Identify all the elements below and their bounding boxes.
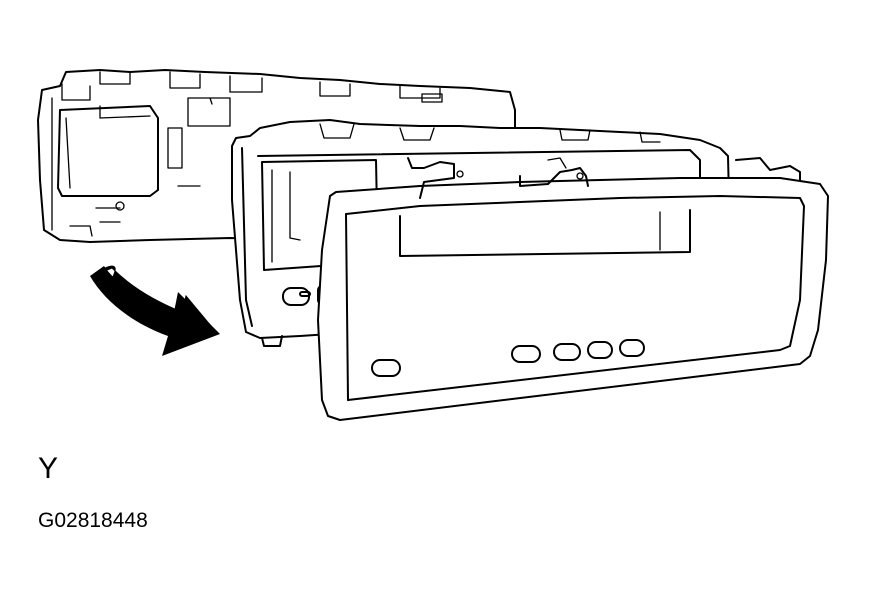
- rotation-arrow-icon: [90, 265, 220, 356]
- view-label: Y: [38, 452, 59, 485]
- figure-id: G02818448: [38, 509, 148, 532]
- front-panel-frame: [317, 157, 829, 421]
